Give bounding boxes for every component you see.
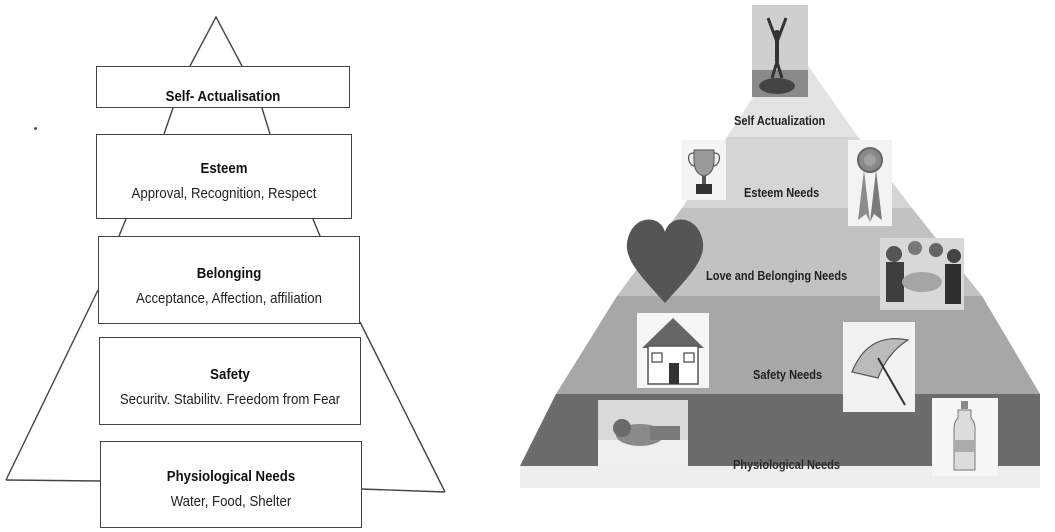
pyramid-edge-left-big xyxy=(5,289,99,481)
level-subtitle: Approval, Recognition, Respect xyxy=(131,185,317,202)
love-belonging-label: Love and Belonging Needs xyxy=(706,269,848,283)
level-belonging: Belonging Acceptance, Affection, affilia… xyxy=(98,236,360,324)
self-actualization-label: Self Actualization xyxy=(734,114,826,128)
level-safety: Safety Securitv. Stabilitv. Freedom from… xyxy=(99,337,361,425)
esteem-needs-label: Esteem Needs xyxy=(744,186,820,200)
level-title: Physiological Needs xyxy=(166,468,296,485)
level-subtitle: Water, Food, Shelter xyxy=(170,493,292,510)
level-subtitle: Acceptance, Affection, affiliation xyxy=(136,290,322,307)
sleeping-person-icon xyxy=(598,400,688,470)
pyramid-edge-right-2 xyxy=(312,218,321,237)
pyramid-edge-left-2 xyxy=(118,218,127,237)
trophy-icon xyxy=(682,140,726,200)
level-title: Safety xyxy=(210,366,250,383)
triumph-person-icon xyxy=(752,5,808,97)
level-subtitle: Securitv. Stabilitv. Freedom from Fear xyxy=(119,391,341,408)
ribbon-award-icon xyxy=(848,140,892,226)
level-esteem: Esteem Approval, Recognition, Respect xyxy=(96,134,352,219)
level-title: Belonging xyxy=(196,265,262,282)
pyramid-edge-right-1 xyxy=(261,107,271,135)
level-self-actualisation: Self- Actualisation xyxy=(96,66,350,108)
stray-dot xyxy=(34,127,37,130)
left-pyramid-outline xyxy=(5,15,446,493)
safety-needs-label: Safety Needs xyxy=(753,368,823,382)
level-title: Self- Actualisation xyxy=(165,88,281,105)
group-hands-icon xyxy=(880,238,964,310)
level-physiological: Physiological Needs Water, Food, Shelter xyxy=(100,441,362,528)
pyramid-edge-right-big xyxy=(359,321,446,493)
pyramid-edge-left-1 xyxy=(163,107,174,135)
pyramid-base-right xyxy=(360,488,446,493)
top-triangle-line xyxy=(189,15,243,67)
water-bottle-icon xyxy=(932,398,998,476)
umbrella-icon xyxy=(843,322,915,412)
physiological-needs-label: Physiological Needs xyxy=(733,458,840,472)
heart-icon xyxy=(626,219,704,303)
house-icon xyxy=(637,313,709,388)
pyramid-base-left xyxy=(5,479,101,482)
right-pyramid xyxy=(520,5,1040,488)
pyramid-reflection xyxy=(520,466,1040,488)
level-title: Esteem xyxy=(200,160,248,177)
